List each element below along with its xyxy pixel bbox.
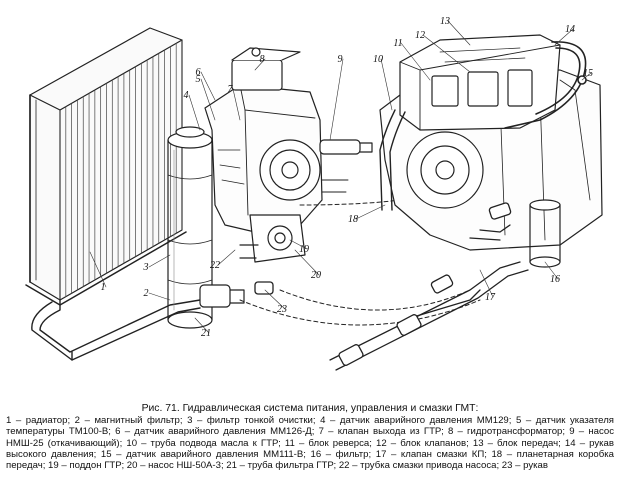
callout-3: 3 (143, 262, 149, 273)
callout-leader-20 (294, 249, 320, 276)
callout-leader-1 (89, 251, 107, 288)
callout-leader-18 (355, 204, 386, 220)
callout-23: 23 (277, 304, 287, 315)
callout-leader-19 (289, 239, 308, 250)
callout-17: 17 (485, 292, 496, 303)
callout-8: 8 (260, 54, 265, 65)
callout-11: 11 (393, 38, 402, 49)
return-pipes (31, 299, 201, 361)
callout-7: 7 (228, 84, 234, 95)
callout-1: 1 (101, 282, 106, 293)
pump-and-pan (239, 214, 306, 263)
callout-leader-8 (254, 58, 266, 71)
callout-leader-16 (544, 261, 559, 280)
lower-hoses (254, 202, 529, 371)
scavenge-pump (319, 139, 373, 193)
radiator (25, 27, 187, 306)
oil-supply-tube (379, 109, 406, 211)
callout-20: 20 (311, 270, 321, 281)
callout-leader-15 (581, 72, 592, 81)
callout-leader-23 (264, 289, 286, 310)
figure-caption: Рис. 71. Гидравлическая система питания,… (6, 403, 614, 471)
magnetic-filter (199, 284, 245, 308)
callout-21: 21 (201, 328, 211, 339)
callout-15: 15 (583, 68, 593, 79)
callout-22: 22 (210, 260, 220, 271)
callout-12: 12 (415, 30, 425, 41)
callout-10: 10 (373, 54, 383, 65)
caption-legend: 1 – радиатор; 2 – магнитный фильтр; 3 – … (6, 415, 614, 472)
callout-leader-13 (447, 20, 471, 46)
callout-18: 18 (348, 214, 358, 225)
callout-4: 4 (184, 90, 189, 101)
callout-leader-6 (200, 71, 216, 101)
callout-leader-12 (422, 34, 471, 73)
callout-leader-14 (554, 28, 574, 46)
callout-6: 6 (196, 67, 201, 78)
callout-19: 19 (299, 244, 309, 255)
callout-leader-9 (329, 58, 344, 141)
callout-14: 14 (565, 24, 575, 35)
callout-leader-10 (380, 58, 393, 111)
callout-leader-2 (148, 292, 171, 301)
callout-16: 16 (550, 274, 560, 285)
callout-9: 9 (338, 54, 343, 65)
callout-leader-17 (479, 269, 494, 298)
callout-leader-21 (194, 317, 210, 334)
caption-title: Рис. 71. Гидравлическая система питания,… (141, 403, 479, 414)
callout-leader-7 (232, 88, 241, 121)
callout-2: 2 (144, 288, 149, 299)
callout-leader-3 (148, 254, 171, 268)
torque-converter-housing (204, 47, 323, 233)
callout-leader-22 (217, 249, 236, 266)
callout-leader-4 (188, 94, 201, 131)
callout-leader-11 (400, 42, 431, 81)
callout-13: 13 (440, 16, 450, 27)
gear-block (399, 34, 561, 131)
callout-leader-5 (200, 78, 216, 121)
callout-5: 5 (196, 74, 201, 85)
